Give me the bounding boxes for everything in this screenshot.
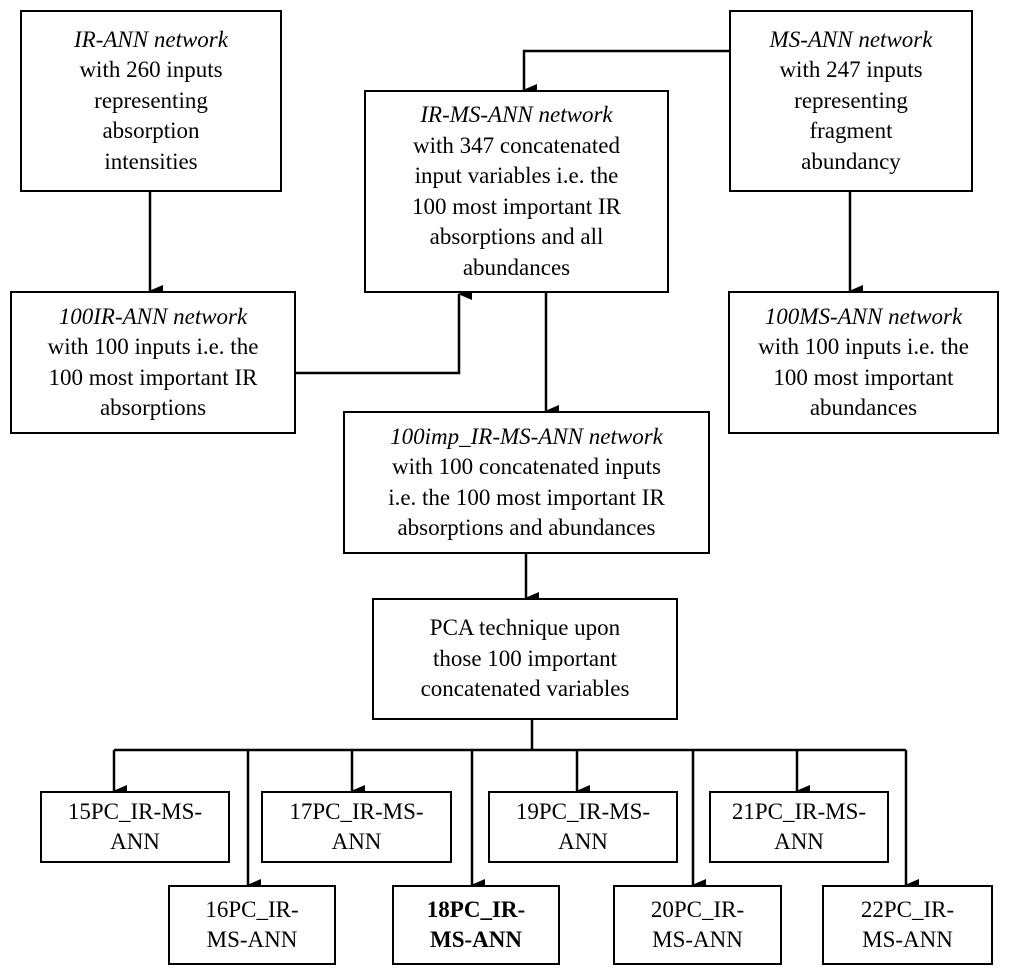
pc15-box: 15PC_IR-MS- ANN xyxy=(40,791,230,863)
pc16-box: 16PC_IR- MS-ANN xyxy=(168,885,336,965)
ms-ann-title: MS-ANN network xyxy=(769,26,933,52)
pc19-line: ANN xyxy=(558,829,608,854)
arrow-100ir-to-irms xyxy=(295,288,472,375)
pc20-box: 20PC_IR- MS-ANN xyxy=(613,885,782,965)
pc19-box: 19PC_IR-MS- ANN xyxy=(488,791,678,863)
arrow-ms-to-irms xyxy=(522,49,729,96)
100imp-ir-ms-ann-line: absorptions and abundances xyxy=(397,515,656,540)
ir-ann-line: intensities xyxy=(104,148,198,174)
100ir-ann-line: 100 most important IR xyxy=(48,364,258,390)
100imp-ir-ms-ann-title: 100imp_IR-MS-ANN network xyxy=(390,423,663,449)
ir-ms-ann-line: 100 most important IR xyxy=(412,193,621,219)
100imp-ir-ms-ann-line: with 100 concatenated inputs xyxy=(392,454,661,479)
100ms-ann-box: 100MS-ANN network with 100 inputs i.e. t… xyxy=(728,291,999,434)
100imp-ir-ms-ann-box: 100imp_IR-MS-ANN network with 100 concat… xyxy=(343,411,710,554)
pc21-line: ANN xyxy=(774,829,824,854)
ms-ann-box: MS-ANN network with 247 inputs represent… xyxy=(729,10,973,192)
ir-ann-title: IR-ANN network xyxy=(74,26,228,52)
ir-ann-line: with 260 inputs xyxy=(79,57,223,83)
pc16-line: 16PC_IR- xyxy=(205,896,299,922)
pc17-box: 17PC_IR-MS- ANN xyxy=(261,791,452,863)
pca-line: concatenated variables xyxy=(420,676,630,702)
pc22-line: MS-ANN xyxy=(862,927,953,952)
pc22-line: 22PC_IR- xyxy=(860,896,955,922)
pc21-line: 21PC_IR-MS- xyxy=(731,798,867,824)
100ms-ann-line: with 100 inputs i.e. the xyxy=(758,334,969,359)
pc22-box: 22PC_IR- MS-ANN xyxy=(822,885,993,965)
pc17-line: ANN xyxy=(331,829,382,854)
100ms-ann-line: abundances xyxy=(809,395,918,420)
pc20-line: 20PC_IR- xyxy=(650,896,745,922)
100ir-ann-title: 100IR-ANN network xyxy=(58,303,248,329)
ir-ms-ann-line: absorptions and all xyxy=(429,224,604,249)
100ms-ann-title: 100MS-ANN network xyxy=(764,303,963,329)
pc15-line: 15PC_IR-MS- xyxy=(67,798,203,824)
ir-ann-line: absorption xyxy=(102,118,200,144)
ir-ms-ann-box: IR-MS-ANN network with 347 concatenated … xyxy=(364,90,669,293)
pc19-line: 19PC_IR-MS- xyxy=(515,798,651,824)
ir-ms-ann-line: input variables i.e. the xyxy=(414,163,619,188)
pca-line: PCA technique upon xyxy=(429,615,621,641)
pc18-line: 18PC_IR- xyxy=(426,896,526,922)
pca-box: PCA technique upon those 100 important c… xyxy=(372,598,678,720)
pc18-line: MS-ANN xyxy=(430,927,522,952)
100ir-ann-line: with 100 inputs i.e. the xyxy=(47,334,259,359)
ir-ms-ann-title: IR-MS-ANN network xyxy=(420,102,613,127)
ms-ann-line: abundancy xyxy=(801,148,901,174)
ir-ann-box: IR-ANN network with 260 inputs represent… xyxy=(20,10,282,192)
ms-ann-line: representing xyxy=(794,87,908,113)
ir-ms-ann-line: with 347 concatenated xyxy=(413,132,620,158)
ir-ms-ann-line: abundances xyxy=(462,254,571,280)
100ir-ann-box: 100IR-ANN network with 100 inputs i.e. t… xyxy=(10,291,296,434)
pc21-box: 21PC_IR-MS- ANN xyxy=(709,791,889,863)
100imp-ir-ms-ann-line: i.e. the 100 most important IR xyxy=(388,484,665,510)
ms-ann-line: fragment xyxy=(809,118,893,144)
ir-ann-line: representing xyxy=(94,87,208,113)
100ms-ann-line: 100 most important xyxy=(773,364,954,390)
pc15-line: ANN xyxy=(110,829,160,854)
100ir-ann-line: absorptions xyxy=(99,395,207,420)
pc20-line: MS-ANN xyxy=(652,927,743,952)
pc16-line: MS-ANN xyxy=(206,927,298,952)
ms-ann-line: with 247 inputs xyxy=(779,57,923,83)
pc18-box: 18PC_IR- MS-ANN xyxy=(392,885,560,965)
pc17-line: 17PC_IR-MS- xyxy=(289,798,424,824)
pca-line: those 100 important xyxy=(433,645,617,671)
